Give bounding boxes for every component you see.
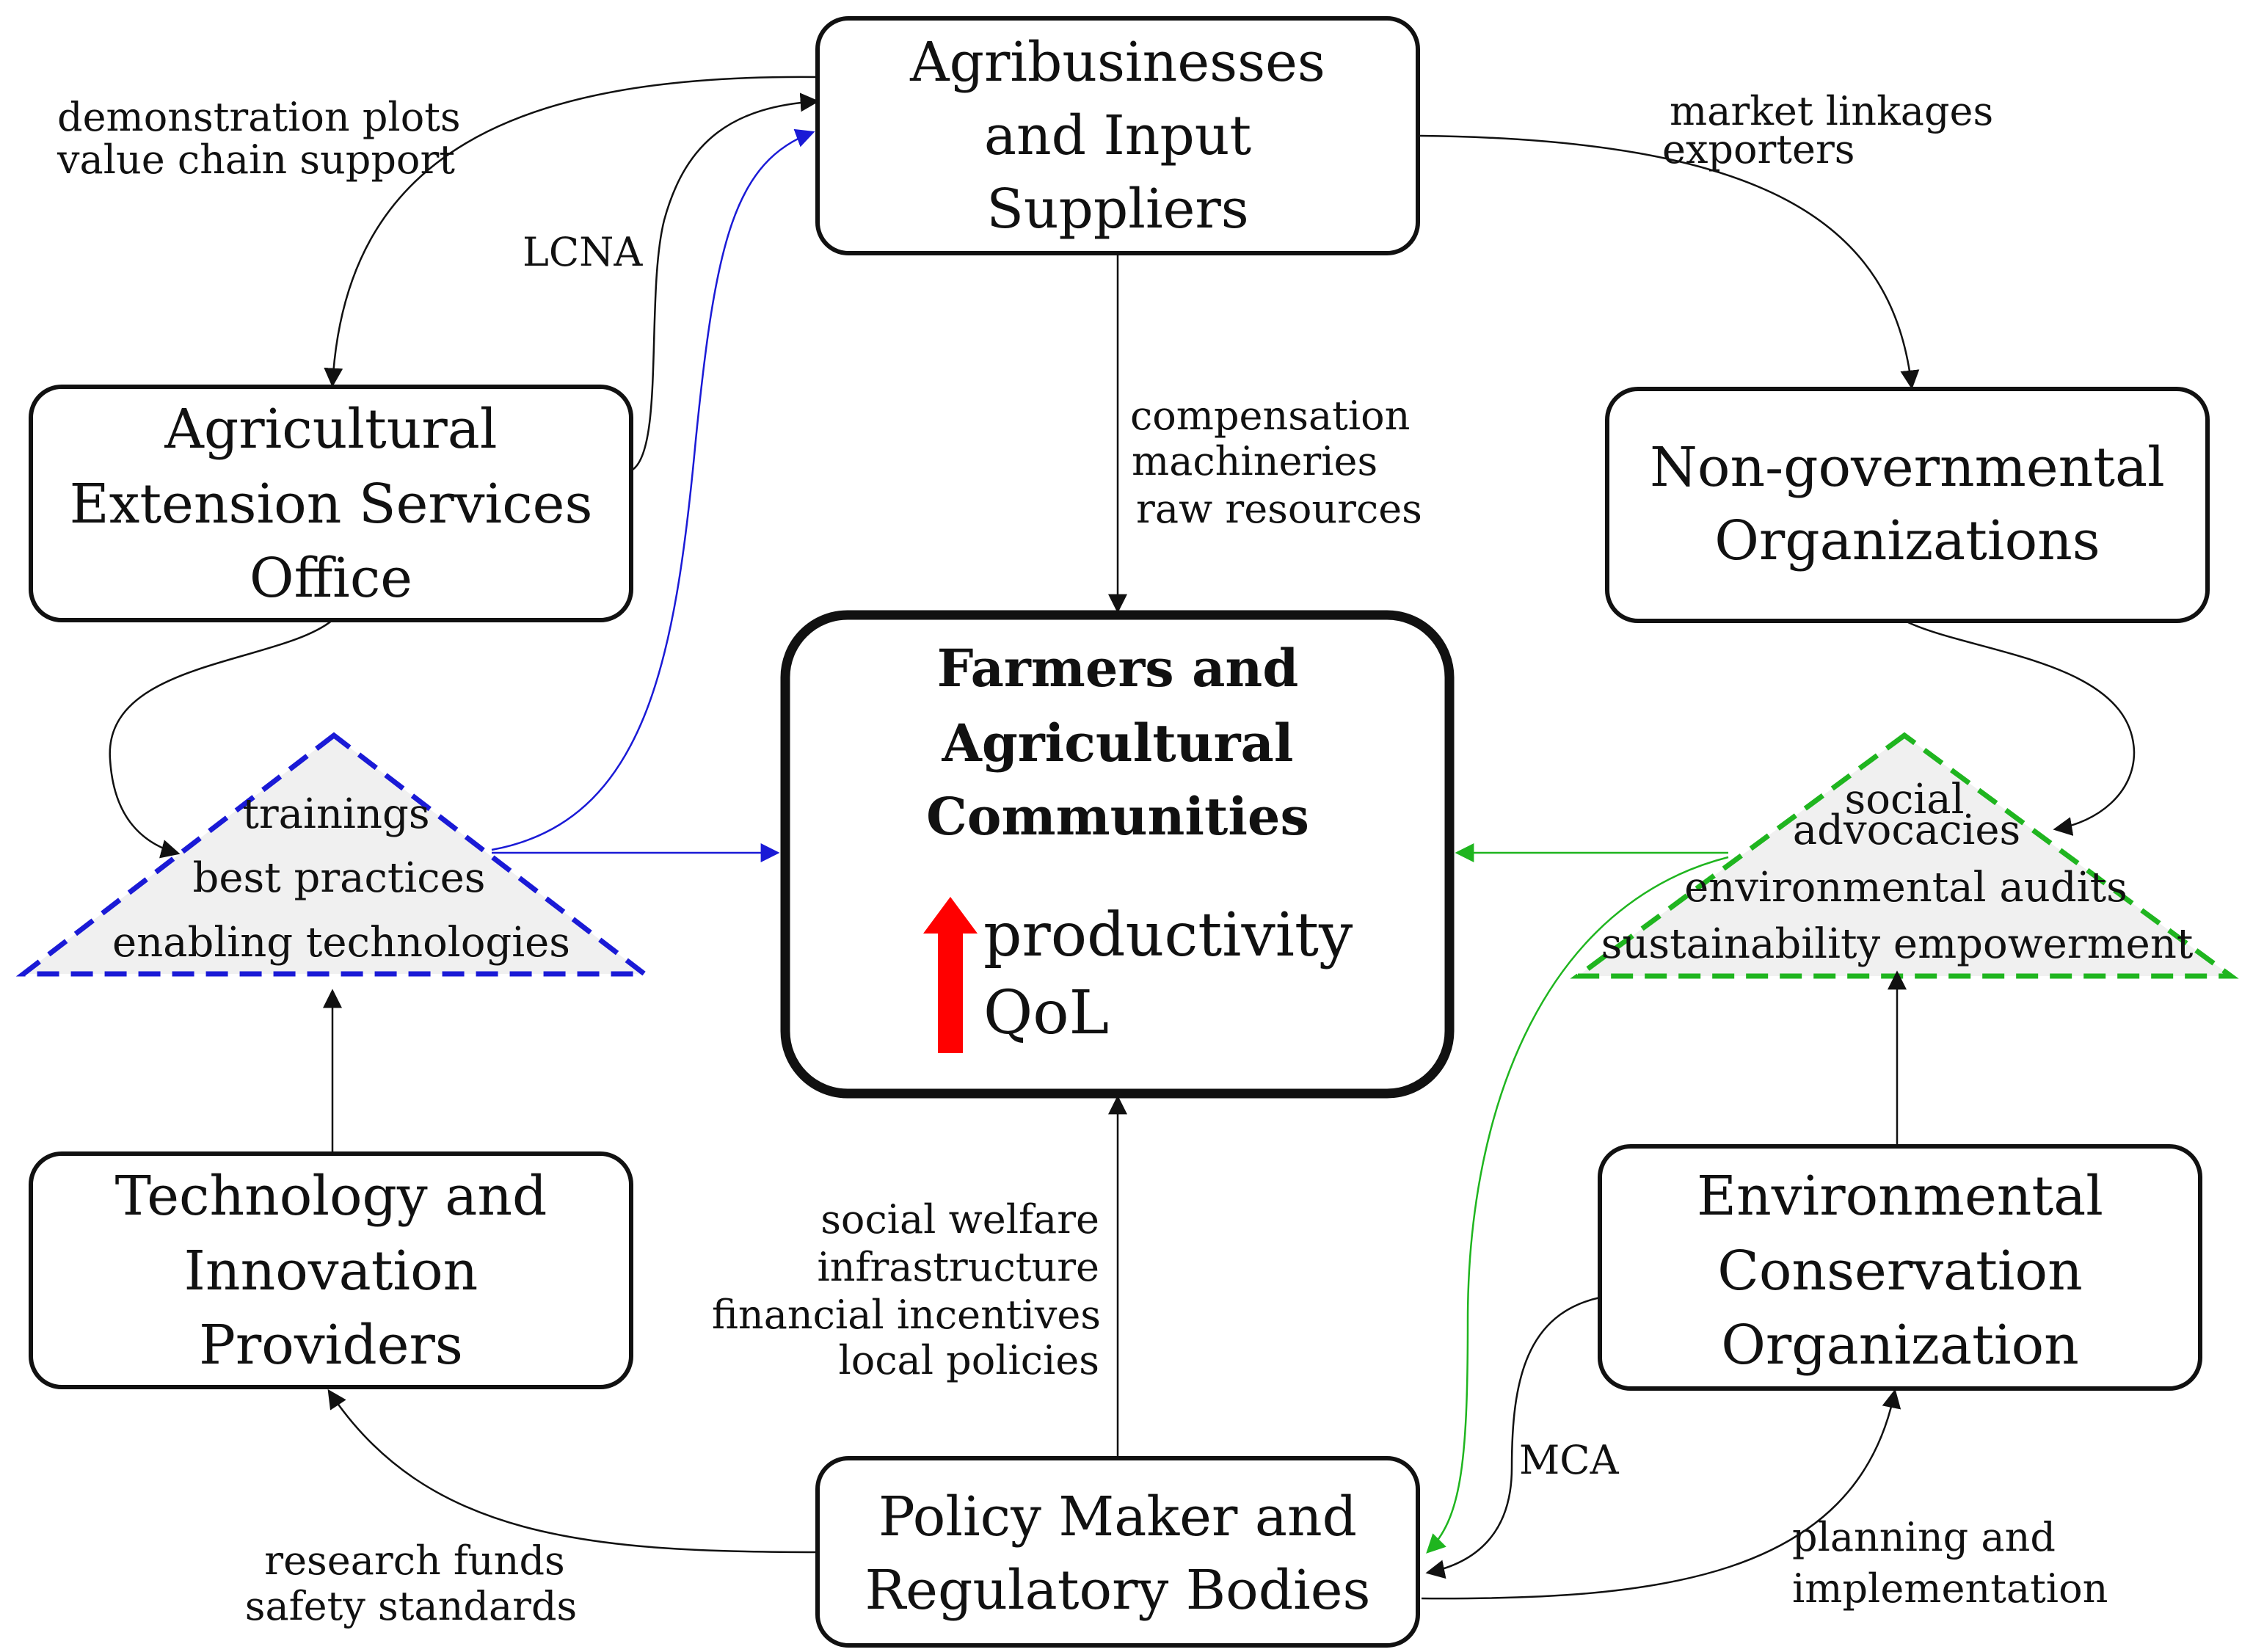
node-agribusinesses-line-1: Agribusinesses <box>909 31 1325 94</box>
node-extension-line-2: Extension Services <box>70 473 593 536</box>
edge-extension-to-triangle <box>109 619 333 859</box>
center-title-line-1: Farmers and <box>937 638 1299 699</box>
node-policy-line-1: Policy Maker and <box>878 1485 1357 1549</box>
node-environmental-line-2: Conservation <box>1717 1240 2083 1303</box>
edge-label-safety-standards: safety standards <box>245 1583 577 1629</box>
edge-green-triangle-to-policy <box>1426 856 1729 1554</box>
blue-outcome-triangle: trainings best practices enabling techno… <box>15 732 652 977</box>
edge-agri-to-extension <box>324 76 821 387</box>
edge-label-lcna: LCNA <box>523 229 643 275</box>
node-policy-line-2: Regulatory Bodies <box>865 1559 1370 1622</box>
edge-label-compensation: compensation <box>1130 393 1410 439</box>
edge-blue-triangle-to-agri <box>491 128 815 851</box>
node-extension-line-1: Agricultural <box>164 398 497 461</box>
triangle-label-sustainability-empowerment: sustainability empowerment <box>1601 920 2194 968</box>
edge-label-mca: MCA <box>1519 1437 1620 1483</box>
center-item-qol: QoL <box>983 978 1109 1048</box>
triangle-label-social: social <box>1844 776 1964 823</box>
edge-policy-to-environmental <box>1421 1389 1901 1600</box>
node-agribusinesses-line-3: Suppliers <box>986 178 1249 241</box>
increase-arrow-icon <box>923 897 978 1053</box>
triangle-label-best-practices: best practices <box>192 854 485 902</box>
edge-label-exporters: exporters <box>1662 126 1855 172</box>
node-policy-makers: Policy Maker and Regulatory Bodies <box>815 1456 1420 1648</box>
center-item-productivity: productivity <box>983 900 1353 970</box>
node-ngo-line-2: Organizations <box>1714 509 2100 572</box>
node-extension-line-3: Office <box>250 547 412 610</box>
edge-environmental-to-policy-mca <box>1425 1296 1601 1579</box>
node-farmers-communities: Farmers and Agricultural Communities pro… <box>780 610 1455 1099</box>
node-technology-line-2: Innovation <box>184 1240 478 1303</box>
edge-label-research-funds: research funds <box>264 1538 564 1584</box>
node-technology-providers: Technology and Innovation Providers <box>29 1151 633 1389</box>
edge-label-machineries: machineries <box>1132 438 1377 484</box>
node-technology-line-3: Providers <box>199 1314 463 1377</box>
edge-label-implementation: implementation <box>1792 1565 2108 1612</box>
center-title-line-3: Communities <box>926 786 1309 847</box>
node-extension-services: Agricultural Extension Services Office <box>29 385 633 622</box>
edge-label-market-linkages: market linkages <box>1670 88 1993 134</box>
node-technology-line-1: Technology and <box>115 1165 547 1228</box>
edge-extension-to-agri-lcna <box>632 92 820 471</box>
node-environmental-conservation: Environmental Conservation Organization <box>1598 1144 2202 1391</box>
edge-label-planning-and: planning and <box>1792 1514 2056 1560</box>
edge-agri-to-ngo <box>1419 134 1920 390</box>
edge-labels: demonstration plots value chain support … <box>57 88 2108 1629</box>
edge-label-social-welfare: social welfare <box>820 1196 1099 1242</box>
node-agribusinesses-line-2: and Input <box>984 104 1252 167</box>
triangle-label-trainings: trainings <box>242 790 429 838</box>
center-title-line-2: Agricultural <box>942 713 1294 774</box>
edge-policy-to-technology <box>327 1389 818 1554</box>
node-agribusinesses: Agribusinesses and Input Suppliers <box>815 16 1420 255</box>
edges <box>109 76 2136 1600</box>
edge-label-financial-incentives: financial incentives <box>712 1292 1101 1338</box>
edge-label-value-chain-support: value chain support <box>57 137 455 183</box>
edge-ngo-to-triangle <box>1907 621 2136 836</box>
edge-label-raw-resources: raw resources <box>1136 486 1422 532</box>
green-outcome-triangle: social advocacies environmental audits s… <box>1570 732 2239 979</box>
triangle-label-environmental-audits: environmental audits <box>1684 864 2128 911</box>
node-ngo-line-1: Non-governmental <box>1650 436 2165 499</box>
node-ngo: Non-governmental Organizations <box>1605 387 2210 623</box>
edge-label-local-policies: local policies <box>839 1337 1099 1383</box>
edge-label-demonstration-plots: demonstration plots <box>57 94 461 140</box>
triangle-label-enabling-technologies: enabling technologies <box>112 919 570 967</box>
node-environmental-line-3: Organization <box>1721 1314 2079 1377</box>
node-environmental-line-1: Environmental <box>1697 1165 2103 1228</box>
triangle-label-advocacies: advocacies <box>1793 807 2021 854</box>
edge-label-infrastructure: infrastructure <box>817 1244 1099 1290</box>
